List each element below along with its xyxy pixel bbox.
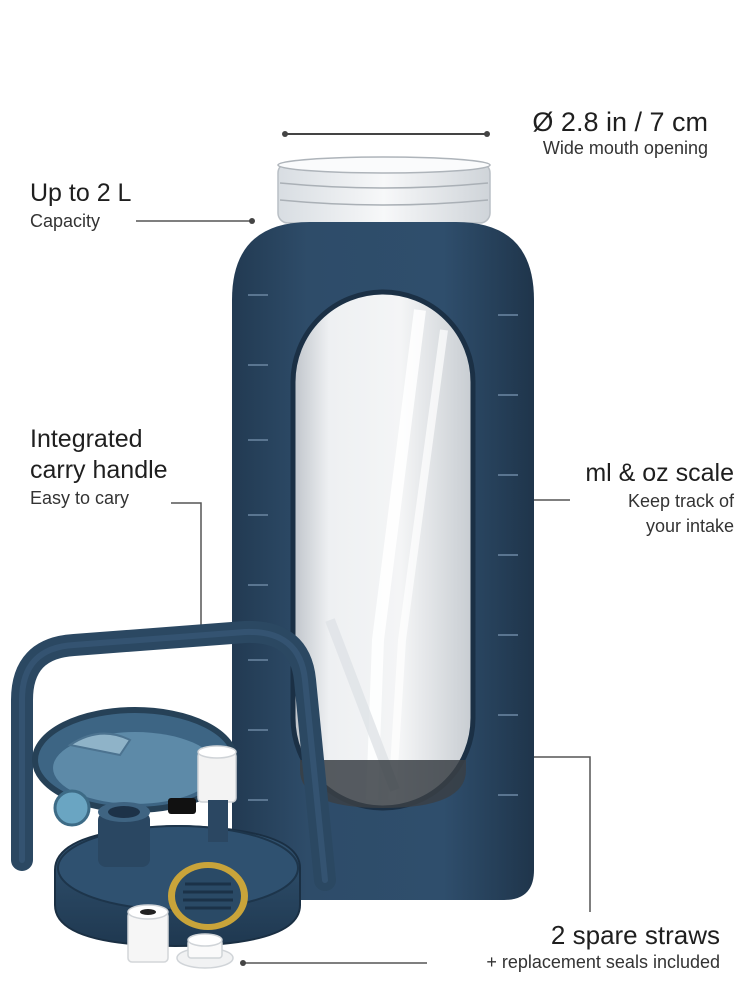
opening-subtitle: Wide mouth opening — [542, 138, 708, 158]
scale-subtitle-line1: Keep track of — [627, 491, 734, 511]
lid-with-handle — [11, 620, 336, 948]
handle-title-line2: carry handle — [30, 456, 168, 484]
measurement-scale — [248, 294, 518, 801]
handle-subtitle: Easy to cary — [30, 488, 130, 508]
handle-title-line1: Integrated — [30, 425, 143, 453]
straws-title: 2 spare straws — [550, 920, 720, 950]
bottle-sleeve — [232, 222, 534, 900]
capacity-subtitle: Capacity — [30, 211, 101, 231]
opening-title: Ø 2.8 in / 7 cm — [532, 107, 708, 137]
spare-seals — [127, 904, 234, 969]
straws-subtitle: + replacement seals included — [486, 952, 720, 972]
bottle-neck — [277, 156, 491, 224]
capacity-title: Up to 2 L — [30, 179, 132, 207]
scale-title: ml & oz scale — [585, 459, 734, 487]
scale-subtitle-line2: your intake — [645, 516, 734, 536]
